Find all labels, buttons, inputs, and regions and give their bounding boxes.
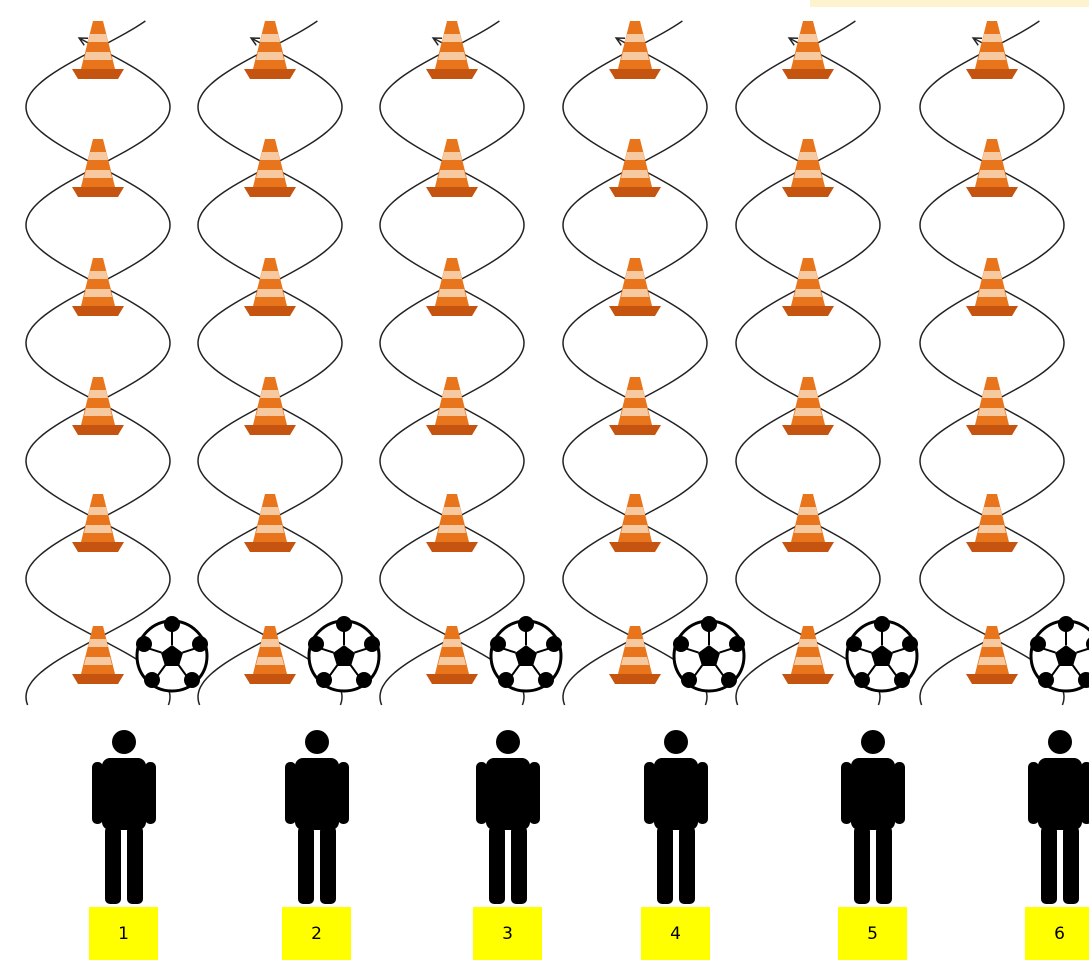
soccer-ball-icon	[1030, 616, 1089, 691]
soccer-ball-icon	[490, 616, 562, 691]
traffic-cone-icon	[426, 626, 478, 684]
traffic-cone-icon	[782, 258, 834, 316]
traffic-cone-icon	[426, 494, 478, 552]
weaving-path	[26, 21, 170, 705]
soccer-ball-icon	[136, 616, 208, 691]
traffic-cone-icon	[426, 21, 478, 79]
traffic-cone-icon	[966, 377, 1018, 435]
weaving-path	[380, 21, 524, 705]
person-icon	[285, 730, 349, 904]
person-icon	[1028, 730, 1089, 904]
lane-number-label: 6	[1025, 907, 1089, 960]
lane-number-label: 5	[838, 907, 907, 960]
traffic-cone-icon	[244, 494, 296, 552]
person-icon	[476, 730, 540, 904]
traffic-cone-icon	[966, 626, 1018, 684]
traffic-cone-icon	[609, 139, 661, 197]
drill-lane	[736, 21, 918, 904]
soccer-ball-icon	[308, 616, 380, 691]
traffic-cone-icon	[72, 377, 124, 435]
traffic-cone-icon	[782, 377, 834, 435]
lane-number-label: 4	[641, 907, 710, 960]
drill-lane	[198, 21, 380, 904]
traffic-cone-icon	[609, 377, 661, 435]
traffic-cone-icon	[609, 494, 661, 552]
lane-number-label: 2	[282, 907, 351, 960]
traffic-cone-icon	[782, 139, 834, 197]
traffic-cone-icon	[966, 494, 1018, 552]
traffic-cone-icon	[782, 21, 834, 79]
traffic-cone-icon	[966, 21, 1018, 79]
traffic-cone-icon	[72, 494, 124, 552]
person-icon	[841, 730, 905, 904]
traffic-cone-icon	[782, 494, 834, 552]
traffic-cone-icon	[244, 258, 296, 316]
traffic-cone-icon	[609, 258, 661, 316]
traffic-cone-icon	[426, 139, 478, 197]
drill-lane	[26, 21, 208, 904]
traffic-cone-icon	[72, 21, 124, 79]
traffic-cone-icon	[244, 21, 296, 79]
soccer-ball-icon	[673, 616, 745, 691]
person-icon	[92, 730, 156, 904]
lane-number-label: 3	[473, 907, 542, 960]
traffic-cone-icon	[609, 626, 661, 684]
traffic-cone-icon	[782, 626, 834, 684]
traffic-cone-icon	[72, 139, 124, 197]
traffic-cone-icon	[609, 21, 661, 79]
traffic-cone-icon	[426, 377, 478, 435]
person-icon	[644, 730, 708, 904]
traffic-cone-icon	[72, 258, 124, 316]
traffic-cone-icon	[426, 258, 478, 316]
traffic-cone-icon	[244, 377, 296, 435]
drill-lane	[920, 21, 1089, 904]
weaving-path	[563, 21, 707, 705]
soccer-ball-icon	[846, 616, 918, 691]
drill-lane	[563, 21, 745, 904]
lane-number-label: 1	[89, 907, 158, 960]
weaving-path	[736, 21, 880, 705]
weaving-path	[920, 21, 1064, 705]
traffic-cone-icon	[244, 139, 296, 197]
traffic-cone-icon	[966, 139, 1018, 197]
traffic-cone-icon	[966, 258, 1018, 316]
traffic-cone-icon	[244, 626, 296, 684]
traffic-cone-icon	[72, 626, 124, 684]
weaving-path	[198, 21, 342, 705]
drill-lane	[380, 21, 562, 904]
